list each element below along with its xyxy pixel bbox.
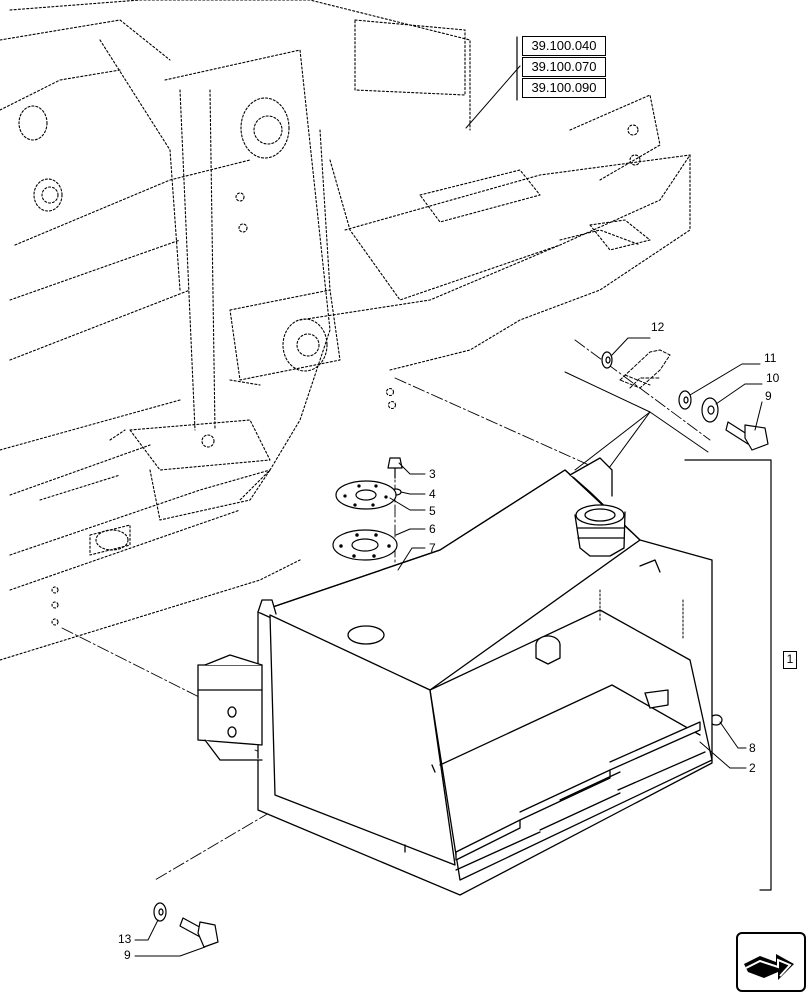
group-label: 1	[783, 651, 797, 669]
next-page-arrow-icon	[744, 954, 794, 980]
callout-4: 4	[429, 487, 436, 501]
next-page-button[interactable]	[736, 932, 806, 992]
callout-13: 13	[118, 932, 132, 946]
callout-3: 3	[429, 467, 436, 481]
callout-2: 2	[749, 761, 756, 775]
small-bracket	[619, 349, 671, 389]
reference-box-2[interactable]: 39.100.070	[522, 57, 606, 77]
tank-body	[197, 457, 713, 896]
callout-6: 6	[429, 522, 436, 536]
callout-12: 12	[651, 320, 665, 334]
callout-7: 7	[429, 541, 436, 555]
callout-5: 5	[429, 504, 436, 518]
frame-bores	[18, 97, 641, 626]
reference-leader	[465, 65, 521, 129]
callout-10: 10	[766, 371, 780, 385]
callout-9-lower: 9	[124, 948, 131, 962]
chassis-frame	[0, 0, 691, 661]
callout-11: 11	[764, 351, 777, 365]
group-bracket	[684, 459, 772, 891]
callout-9-upper: 9	[765, 389, 772, 403]
reference-box-1[interactable]: 39.100.040	[522, 36, 606, 56]
callout-8: 8	[749, 741, 756, 755]
reference-box-3[interactable]: 39.100.090	[522, 78, 606, 98]
callout-leaders	[134, 337, 763, 957]
